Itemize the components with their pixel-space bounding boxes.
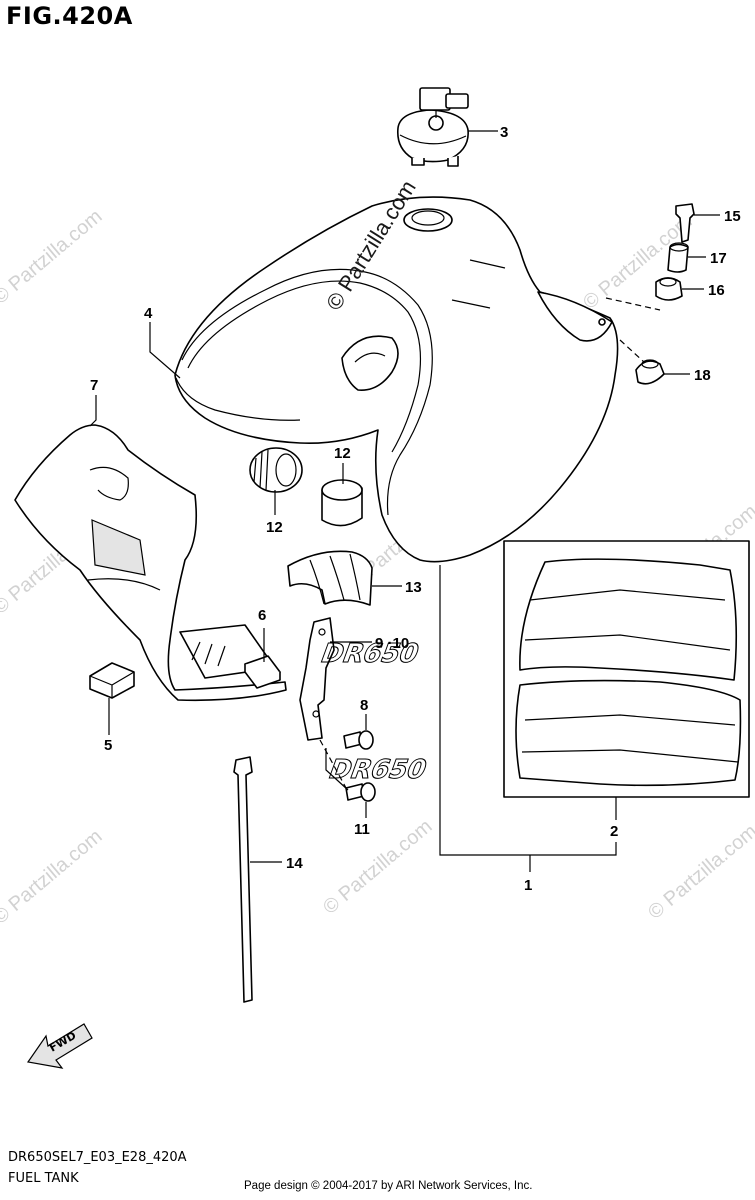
cushion-18[interactable]: [635, 359, 665, 385]
figure-title: FIG.420A: [6, 2, 133, 30]
fwd-arrow: FWD: [26, 1023, 93, 1069]
watermark-text: © Partzilla.com: [0, 825, 106, 928]
callout-12-left: 12: [266, 519, 283, 536]
bracket[interactable]: [299, 617, 335, 741]
watermark-text: © Partzilla.com: [319, 815, 436, 918]
callout-13: 13: [405, 579, 422, 596]
callout-1: 1: [524, 877, 532, 894]
pad[interactable]: [244, 655, 281, 689]
diagram-code: DR650SEL7_E03_E28_420A: [8, 1150, 187, 1165]
callout-9-10: 9 ·10: [375, 635, 409, 652]
watermark-text: © Partzilla.com: [644, 820, 755, 923]
callout-6: 6: [258, 607, 266, 624]
section-name: FUEL TANK: [8, 1171, 79, 1186]
fuel-cap[interactable]: [396, 87, 469, 167]
callout-8: 8: [360, 697, 368, 714]
callout-12-right: 12: [334, 445, 351, 462]
callout-7: 7: [90, 377, 98, 394]
cushion-roller-left[interactable]: [249, 447, 303, 493]
bolt-11[interactable]: [345, 782, 376, 802]
bolt-8[interactable]: [343, 730, 374, 750]
bolt-15[interactable]: [675, 203, 695, 243]
callout-14: 14: [286, 855, 303, 872]
fuel-tank[interactable]: [174, 196, 619, 563]
callout-5: 5: [104, 737, 112, 754]
grommet-16[interactable]: [655, 277, 683, 301]
decal-lower-text: DR650: [324, 755, 431, 785]
decal-upper-text: DR650: [317, 639, 424, 669]
collar[interactable]: [667, 242, 689, 273]
callout-17: 17: [710, 250, 727, 267]
callout-15: 15: [724, 208, 741, 225]
callout-11: 11: [354, 821, 370, 838]
cable-tie[interactable]: [233, 756, 253, 1003]
callout-3: 3: [500, 124, 508, 141]
callout-2: 2: [610, 823, 618, 840]
copyright-notice: Page design © 2004-2017 by ARI Network S…: [244, 1180, 533, 1192]
callout-4: 4: [144, 305, 153, 322]
leader-lines: [89, 130, 720, 872]
watermark-text: © Partzilla.com: [0, 205, 106, 308]
cushion-right[interactable]: [321, 479, 363, 527]
callout-16: 16: [708, 282, 725, 299]
cushion-block[interactable]: [89, 662, 135, 699]
callout-18: 18: [694, 367, 711, 384]
curved-cushion[interactable]: [287, 550, 373, 606]
callout-labels: 1 2 3 4 5 6 7 8 9 ·10 11 12 12 13 14 15 …: [90, 124, 741, 894]
decal-set[interactable]: DR650 DR650: [316, 540, 750, 798]
